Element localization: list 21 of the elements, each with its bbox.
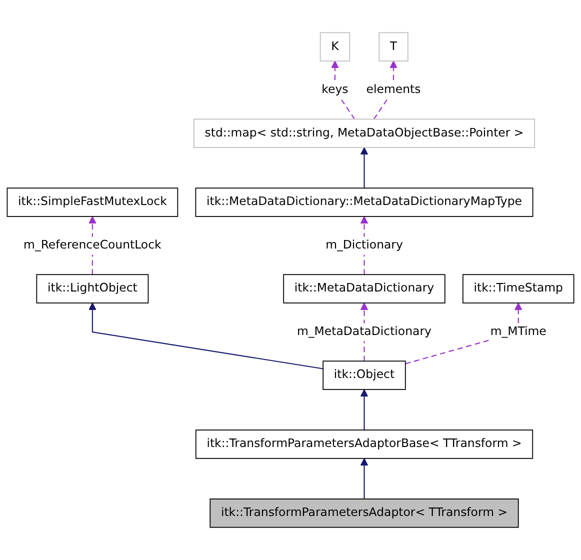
node-box: K	[320, 32, 350, 62]
arrow	[360, 389, 368, 430]
arrow	[360, 458, 368, 499]
edge-label: m_MetaDataDictionary	[297, 325, 432, 339]
edge-label: elements	[366, 83, 421, 97]
arrow	[360, 147, 368, 188]
edge-label: m_ReferenceCountLock	[24, 238, 162, 252]
edge-label: keys	[322, 83, 348, 97]
node-box: itk::Object	[322, 360, 406, 390]
node-box: itk::TransformParametersAdaptorBase< TTransform >	[195, 430, 534, 459]
edge-label: m_MTime	[490, 325, 546, 339]
node-box: T	[378, 32, 408, 62]
node-box: itk::SimpleFastMutexLock	[6, 188, 178, 217]
node-box: itk::MetaDataDictionary	[283, 274, 446, 304]
arrow	[88, 302, 324, 370]
node-box: itk::MetaDataDictionary::MetaDataDictionaryMapType	[195, 188, 534, 217]
node-box: itk::TimeStamp	[462, 274, 574, 304]
node-box: std::map< std::string, MetaDataObjectBase::Pointer >	[194, 118, 535, 148]
node-box: itk::LightObject	[36, 274, 149, 304]
node-box: itk::TransformParametersAdaptor< TTransform >	[210, 498, 519, 528]
edge-label: m_Dictionary	[326, 238, 403, 252]
